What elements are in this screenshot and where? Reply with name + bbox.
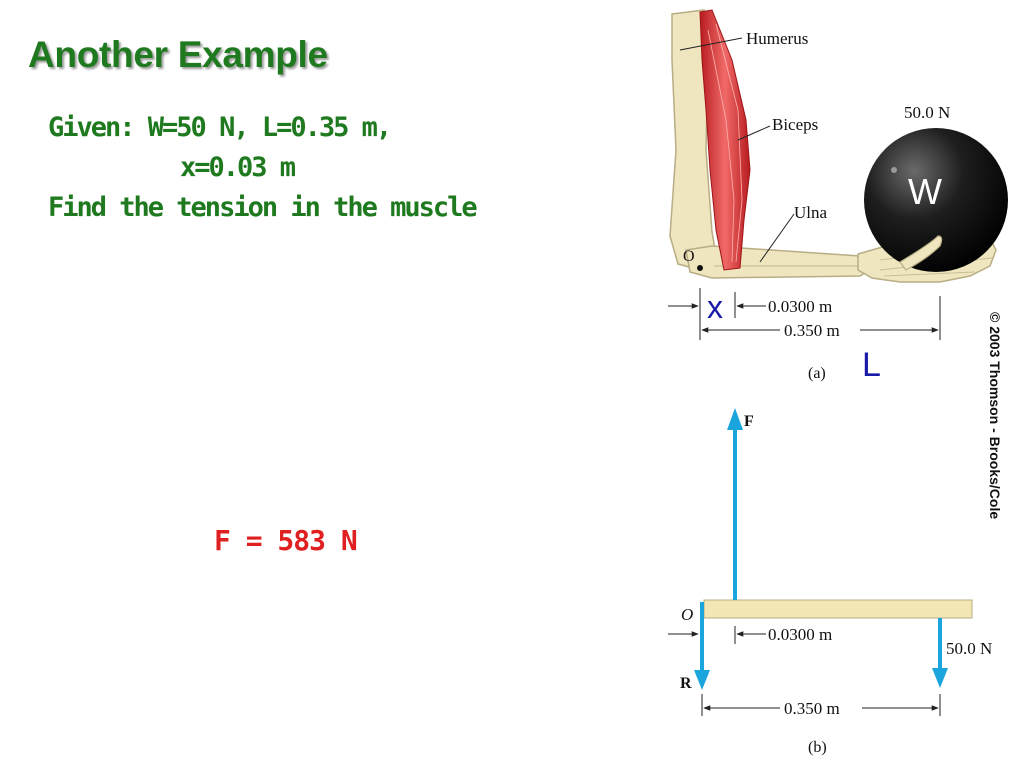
pivot-dot [697,265,703,271]
force-W-arrowhead [932,668,948,688]
label-F: F [744,413,754,430]
dim-short-b: 0.0300 m [768,625,832,644]
ulna-bone [685,245,878,279]
weight-ball [864,128,1008,272]
figure-b: F R 50.0 N O 0.0300 m 0.350 m (b) [668,408,992,756]
force-F-arrowhead [727,408,743,430]
ulna-label: Ulna [794,203,828,222]
copyright-text: © 2003 Thomson - Brooks/Cole [987,312,1003,519]
given-block: Given: W=50 N, L=0.35 m, x=0.03 m Find t… [48,108,608,228]
caption-a: (a) [808,365,826,382]
answer-text: F = 583 N [214,524,358,557]
given-line-2: x=0.03 m [180,152,296,183]
slide-title: Another Example [28,34,328,75]
arm-lever-figure: O W 50.0 N Humerus Biceps Ulna 0.0300 m … [668,9,1008,756]
pivot-label-a: O [683,248,695,265]
dim-long-b: 0.350 m [784,699,840,718]
weight-symbol-W: W [908,171,942,212]
biceps-label: Biceps [772,115,818,134]
symbol-L: L [862,346,881,384]
caption-b: (b) [808,739,827,756]
forearm-beam [703,599,973,619]
humerus-label: Humerus [746,29,808,48]
given-line-1: Given: W=50 N, L=0.35 m, [48,112,392,143]
figure-a: O W 50.0 N Humerus Biceps Ulna 0.0300 m … [668,9,1008,384]
dim-short-a: 0.0300 m [768,297,832,316]
biceps-muscle [699,9,751,271]
label-R: R [680,675,692,692]
symbol-x: x [707,289,723,325]
find-line: Find the tension in the muscle [48,192,478,223]
weight-value-a: 50.0 N [904,103,950,122]
weight-value-b: 50.0 N [946,639,992,658]
force-R-arrowhead [694,670,710,690]
dim-long-a: 0.350 m [784,321,840,340]
label-O: O [681,605,693,624]
